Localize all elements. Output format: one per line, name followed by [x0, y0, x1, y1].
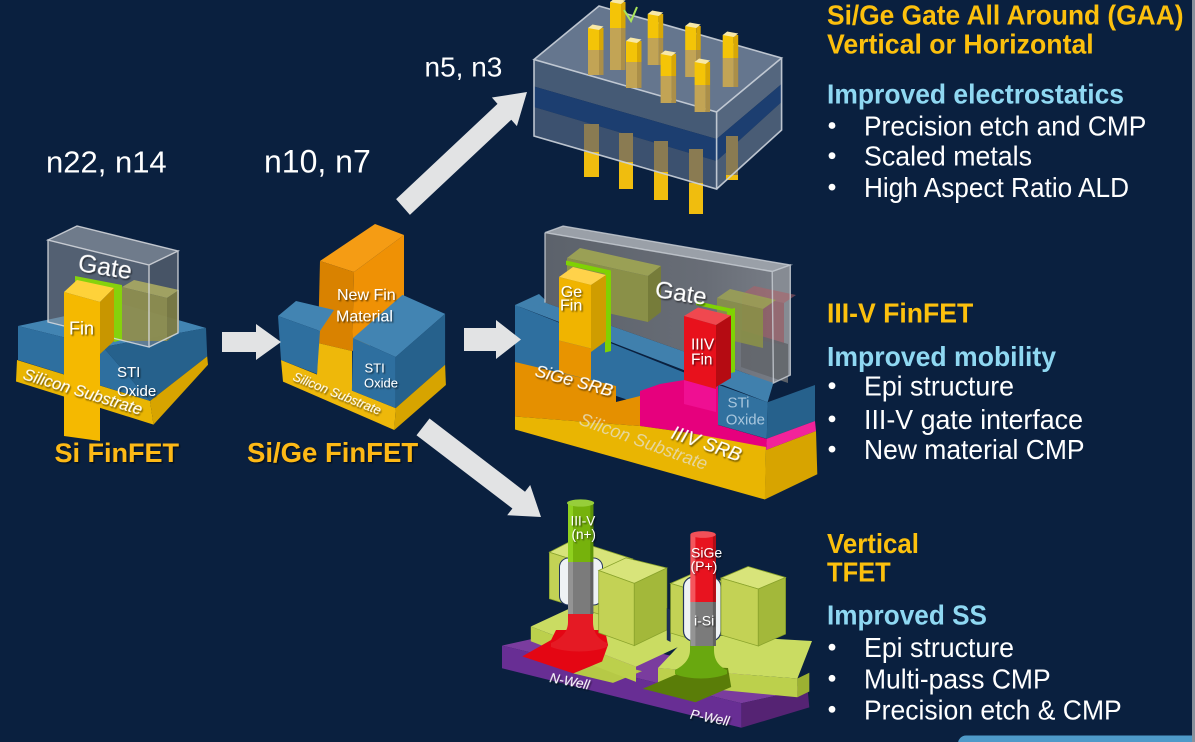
svg-text:Multi-pass CMP: Multi-pass CMP	[864, 663, 1051, 694]
svg-text:Vertical or Horizontal: Vertical or Horizontal	[827, 28, 1094, 59]
svg-text:(P+): (P+)	[691, 558, 718, 574]
svg-text:Precision etch & CMP: Precision etch & CMP	[864, 694, 1122, 725]
svg-text:New Fin: New Fin	[337, 287, 396, 304]
svg-text:Material: Material	[336, 309, 393, 326]
svg-text:III-V gate interface: III-V gate interface	[864, 404, 1083, 435]
svg-text:n5, n3: n5, n3	[425, 51, 503, 82]
svg-text:n22, n14: n22, n14	[46, 145, 167, 180]
svg-text:Oxide: Oxide	[117, 383, 156, 400]
svg-text:III-V FinFET: III-V FinFET	[827, 298, 973, 329]
svg-text:III-V: III-V	[571, 514, 596, 529]
svg-text:Oxide: Oxide	[726, 412, 765, 429]
svg-text:New material CMP: New material CMP	[864, 434, 1085, 465]
svg-text:High Aspect Ratio ALD: High Aspect Ratio ALD	[864, 172, 1129, 203]
svg-text:TFET: TFET	[827, 557, 891, 588]
svg-text:Ge: Ge	[561, 284, 582, 301]
svg-text:IIIV: IIIV	[691, 337, 715, 354]
svg-text:STI: STI	[117, 364, 140, 381]
svg-text:Precision etch and CMP: Precision etch and CMP	[864, 111, 1146, 142]
svg-text:Fin: Fin	[560, 298, 582, 315]
svg-text:i-Si: i-Si	[694, 613, 714, 629]
svg-text:Improved mobility: Improved mobility	[827, 341, 1056, 372]
svg-text:Epi structure: Epi structure	[864, 632, 1014, 663]
svg-text:Fin: Fin	[69, 319, 94, 339]
svg-text:Si FinFET: Si FinFET	[55, 438, 180, 468]
svg-text:Epi structure: Epi structure	[864, 371, 1014, 402]
svg-text:Si/Ge Gate All Around (GAA): Si/Ge Gate All Around (GAA)	[827, 0, 1184, 30]
svg-text:n10, n7: n10, n7	[264, 144, 371, 180]
svg-text:Vertical: Vertical	[827, 528, 919, 559]
svg-text:(n+): (n+)	[572, 527, 596, 542]
svg-text:Improved SS: Improved SS	[827, 600, 987, 631]
svg-text:Improved electrostatics: Improved electrostatics	[827, 79, 1124, 110]
svg-text:STI: STI	[365, 361, 385, 376]
svg-text:Scaled metals: Scaled metals	[864, 141, 1032, 172]
svg-text:Oxide: Oxide	[364, 376, 398, 391]
svg-text:Fin: Fin	[691, 351, 713, 368]
svg-text:SiGe: SiGe	[691, 545, 722, 561]
svg-text:Si/Ge FinFET: Si/Ge FinFET	[247, 437, 418, 468]
svg-text:STi: STi	[728, 395, 750, 412]
